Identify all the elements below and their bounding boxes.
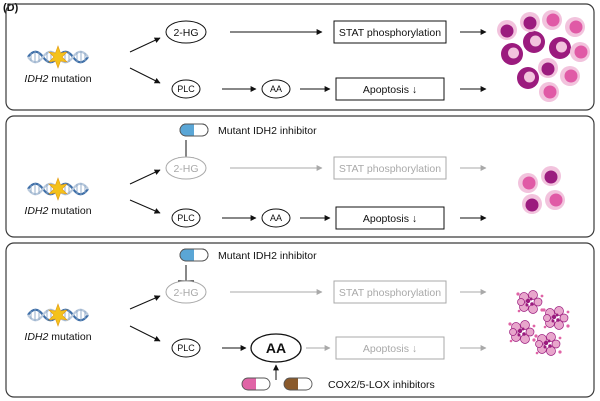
- panel-letter: (D): [3, 2, 19, 14]
- inhibitor-label: Mutant IDH2 inhibitor: [218, 250, 317, 262]
- panel-border: [5, 115, 595, 238]
- aa-node: [261, 79, 291, 99]
- aa-node-accumulated: [250, 333, 302, 363]
- 2hg-node-greyed: [165, 156, 207, 180]
- inhibitor-label: Mutant IDH2 inhibitor: [218, 125, 317, 137]
- arrow-to-2hg: [129, 37, 161, 53]
- apoptosis-box-greyed: [335, 336, 445, 360]
- apoptosis-label: Apoptosis ↓: [363, 343, 417, 355]
- arrow-to-2hg: [129, 295, 161, 310]
- 2hg-node: [165, 20, 207, 44]
- plc-label: PLC: [177, 343, 195, 353]
- dna-mutation-icon: [26, 44, 90, 70]
- panel-border: [5, 3, 595, 111]
- aa-node: [261, 208, 291, 228]
- panel-combination: Mutant IDH2 inhibitor IDH2 mutation 2-HG…: [5, 242, 595, 398]
- idh2-inhibitor-pill-icon: [179, 123, 209, 137]
- 5lox-inhibitor-pill-icon: [283, 377, 313, 391]
- plc-label: PLC: [177, 213, 195, 223]
- stat-label: STAT phosphorylation: [339, 27, 441, 39]
- plc-label: PLC: [177, 84, 195, 94]
- leukemic-cells-fewer: [518, 166, 565, 214]
- apoptosis-label: Apoptosis ↓: [363, 213, 417, 225]
- stat-label: STAT phosphorylation: [339, 287, 441, 299]
- arrow-to-plc: [129, 67, 161, 84]
- plc-node: [171, 208, 201, 228]
- stat-box-greyed: [333, 156, 447, 180]
- stat-box-greyed: [333, 280, 447, 304]
- panel-untreated: IDH2 mutation 2-HG STAT phosphorylation …: [5, 3, 595, 111]
- aa-label: AA: [270, 84, 282, 94]
- mutation-label: IDH2 mutation: [24, 205, 91, 217]
- arrow-to-2hg: [129, 169, 161, 185]
- panel-idh2-inhibitor: Mutant IDH2 inhibitor IDH2 mutation 2-HG…: [5, 115, 595, 238]
- mutation-label: IDH2 mutation: [24, 73, 91, 85]
- plc-node: [171, 79, 201, 99]
- 2hg-label: 2-HG: [173, 27, 198, 39]
- arrow-to-plc: [129, 325, 161, 342]
- stat-box: [333, 20, 447, 44]
- dna-mutation-icon: [26, 302, 90, 328]
- apoptosis-box: [335, 77, 445, 101]
- arrow-to-plc: [129, 199, 161, 214]
- idh2-inhibitor-pill-icon: [179, 248, 209, 262]
- 2hg-label: 2-HG: [173, 287, 198, 299]
- aa-label: AA: [266, 340, 286, 356]
- apoptosis-box: [335, 206, 445, 230]
- cox2-inhibitor-pill-icon: [241, 377, 271, 391]
- dna-mutation-icon: [26, 176, 90, 202]
- apoptotic-cells: [507, 290, 571, 356]
- 2hg-node-greyed: [165, 280, 207, 304]
- apoptosis-label: Apoptosis ↓: [363, 84, 417, 96]
- stat-label: STAT phosphorylation: [339, 163, 441, 175]
- aa-label: AA: [270, 213, 282, 223]
- mutation-label: IDH2 mutation: [24, 331, 91, 343]
- 2hg-label: 2-HG: [173, 163, 198, 175]
- cox2-5lox-inhibitors-label: COX2/5-LOX inhibitors: [328, 379, 435, 391]
- leukemic-cells-many: [497, 10, 590, 102]
- plc-node: [171, 338, 201, 358]
- panel-border: [5, 242, 595, 398]
